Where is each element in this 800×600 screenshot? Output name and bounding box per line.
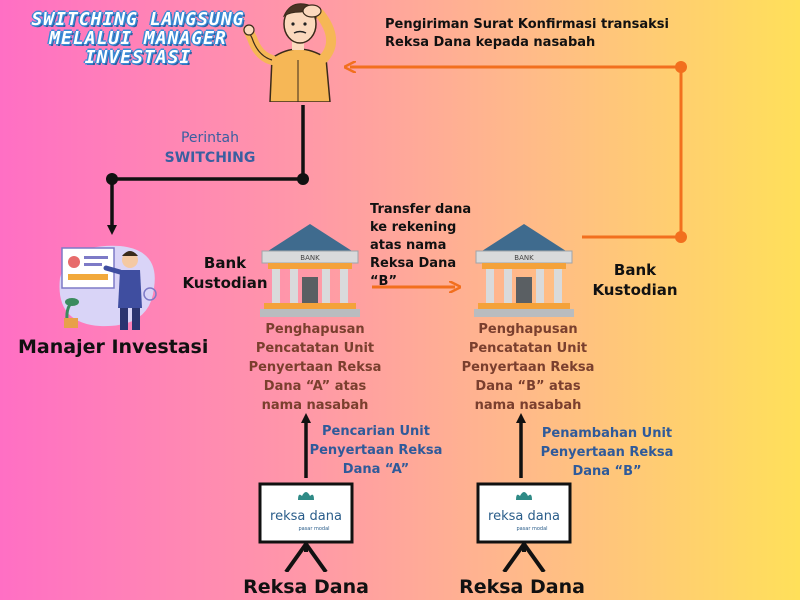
- transfer-line-4: Reksa Dana “B”: [370, 256, 457, 289]
- order-line-2: SWITCHING: [164, 150, 256, 166]
- junction-dot: [675, 231, 687, 243]
- diagram-title: SWITCHING LANGSUNG MELALUI MANAGER INVES…: [8, 10, 268, 67]
- bank-left-desc-line-4: Dana “A” atas: [263, 379, 367, 394]
- order-line-1: Perintah: [180, 130, 240, 146]
- fund-right-action-line-3: Dana “B”: [572, 464, 642, 479]
- transfer-line-2: ke rekening: [370, 220, 457, 235]
- bank-right-desc-line-4: Dana “B” atas: [475, 379, 581, 394]
- bank-left-desc-line-1: Penghapusan: [265, 322, 365, 337]
- fund-left-board-logo: reksa dana: [270, 509, 342, 524]
- junction-dot: [297, 173, 309, 185]
- switching-order-connector: [107, 105, 305, 235]
- fund-right-board-logo: reksa dana: [488, 509, 560, 524]
- fund-left-board-icon: reksa dana pasar modal: [258, 482, 354, 572]
- bank-right-sign: BANK: [514, 254, 534, 262]
- bank-right-desc-line-1: Penghapusan: [478, 322, 578, 337]
- bank-left-desc-line-2: Pencatatan Unit: [255, 341, 375, 356]
- fund-left-label: Reksa Dana: [243, 576, 369, 598]
- fund-left-action: Pencarian Unit Penyertaan Reksa Dana “A”: [306, 422, 446, 479]
- bank-right-desc-line-5: nama nasabah: [474, 398, 582, 413]
- bank-right-desc-line-3: Penyertaan Reksa: [461, 360, 595, 375]
- fund-right-board-tagline: pasar modal: [516, 526, 547, 532]
- title-line-2: MELALUI MANAGER: [49, 28, 227, 49]
- bank-left-label-line-2: Kustodian: [182, 274, 268, 292]
- confirmation-text: Pengiriman Surat Konfirmasi transaksi Re…: [385, 16, 685, 52]
- investor-illustration: [243, 3, 336, 102]
- bank-left-label-line-1: Bank: [203, 254, 247, 272]
- bank-right-description: Penghapusan Pencatatan Unit Penyertaan R…: [458, 320, 598, 415]
- bank-right-label-line-1: Bank: [613, 261, 657, 279]
- bank-right-label: Bank Kustodian: [580, 260, 690, 300]
- confirmation-connector: [350, 67, 683, 239]
- junction-dot: [675, 61, 687, 73]
- fund-right-action-line-1: Penambahan Unit: [541, 426, 673, 441]
- junction-dot: [106, 173, 118, 185]
- fund-right-action: Penambahan Unit Penyertaan Reksa Dana “B…: [534, 424, 680, 481]
- fund-left-action-line-1: Pencarian Unit: [322, 424, 430, 439]
- bank-right-desc-line-2: Pencatatan Unit: [468, 341, 588, 356]
- fund-right-board-icon: reksa dana pasar modal: [476, 482, 572, 572]
- switching-order-text: Perintah SWITCHING: [160, 128, 260, 168]
- manager-label: Manajer Investasi: [18, 336, 209, 358]
- fund-left-board-tagline: pasar modal: [298, 526, 329, 532]
- bank-right-building-icon: BANK: [474, 224, 574, 317]
- confirmation-line-2: Reksa Dana kepada nasabah: [385, 35, 596, 50]
- title-line-1: SWITCHING LANGSUNG: [31, 9, 245, 30]
- title-line-3: INVESTASI: [84, 47, 192, 68]
- bank-left-desc-line-5: nama nasabah: [261, 398, 369, 413]
- manager-illustration: [59, 245, 157, 330]
- bank-left-description: Penghapusan Pencatatan Unit Penyertaan R…: [245, 320, 385, 415]
- bank-left-label: Bank Kustodian: [180, 253, 270, 293]
- bank-left-sign: BANK: [300, 254, 320, 262]
- bank-left-desc-line-3: Penyertaan Reksa: [248, 360, 382, 375]
- fund-left-action-line-3: Dana “A”: [342, 462, 410, 477]
- fund-left-action-line-2: Penyertaan Reksa: [309, 443, 443, 458]
- transfer-line-1: Transfer dana: [370, 202, 472, 217]
- confirmation-line-1: Pengiriman Surat Konfirmasi transaksi: [385, 17, 669, 32]
- bank-right-label-line-2: Kustodian: [592, 281, 678, 299]
- transfer-text: Transfer dana ke rekening atas nama Reks…: [370, 201, 480, 291]
- fund-right-action-line-2: Penyertaan Reksa: [540, 445, 674, 460]
- fund-right-label: Reksa Dana: [459, 576, 585, 598]
- transfer-line-3: atas nama: [370, 238, 447, 253]
- bank-left-building-icon: BANK: [260, 224, 360, 317]
